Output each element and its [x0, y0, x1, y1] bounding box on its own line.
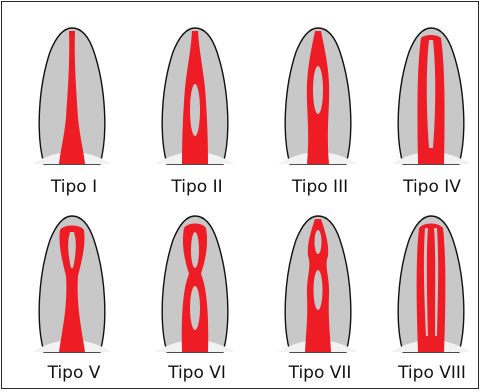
tooth-tipo-8: [391, 216, 471, 352]
tooth-tipo-6: [155, 216, 235, 352]
label-tipo-8: Tipo VIII: [397, 363, 466, 383]
label-tipo-1: Tipo I: [50, 177, 97, 197]
label-tipo-4: Tipo IV: [402, 177, 461, 197]
label-tipo-7: Tipo VII: [288, 363, 352, 383]
tooth-tipo-4: [391, 28, 471, 164]
canal-8: [417, 224, 446, 353]
tooth-tipo-3: [278, 28, 358, 164]
label-tipo-2: Tipo II: [170, 177, 222, 197]
tooth-tipo-1: [32, 28, 112, 164]
label-tipo-6: Tipo VI: [167, 363, 226, 383]
tooth-tipo-7: [278, 216, 358, 352]
tooth-tipo-2: [155, 28, 235, 164]
label-tipo-5: Tipo V: [47, 363, 101, 383]
tooth-tipo-5: [32, 216, 112, 352]
label-tipo-3: Tipo III: [291, 177, 348, 197]
